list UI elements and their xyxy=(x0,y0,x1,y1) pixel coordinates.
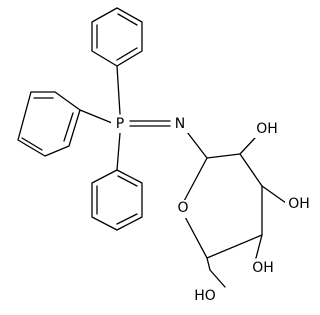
atom-label-ring-oxygen: O xyxy=(175,200,191,218)
atom-label-nitrogen: N xyxy=(171,115,189,133)
atom-label-hydroxymethyl: HO xyxy=(190,287,220,305)
pyranose-ring xyxy=(182,153,263,259)
phosphorus-bonds xyxy=(79,65,171,171)
svg-text:OH: OH xyxy=(256,121,278,137)
ring-substituent-bonds xyxy=(206,137,287,288)
atom-label-oh-c4: OH xyxy=(249,259,277,277)
svg-text:HO: HO xyxy=(194,288,216,304)
phenyl-ring-left xyxy=(17,91,81,157)
svg-text:P: P xyxy=(116,116,124,132)
svg-text:O: O xyxy=(177,200,188,216)
phenyl-ring-bottom xyxy=(91,169,143,231)
atom-label-phosphorus: P xyxy=(111,115,129,133)
atom-label-oh-c2: OH xyxy=(253,120,281,138)
svg-text:N: N xyxy=(175,116,185,132)
atom-label-oh-c3: OH xyxy=(285,195,313,213)
svg-text:OH: OH xyxy=(288,196,310,212)
phenyl-ring-top xyxy=(91,7,143,67)
svg-text:OH: OH xyxy=(252,260,274,276)
